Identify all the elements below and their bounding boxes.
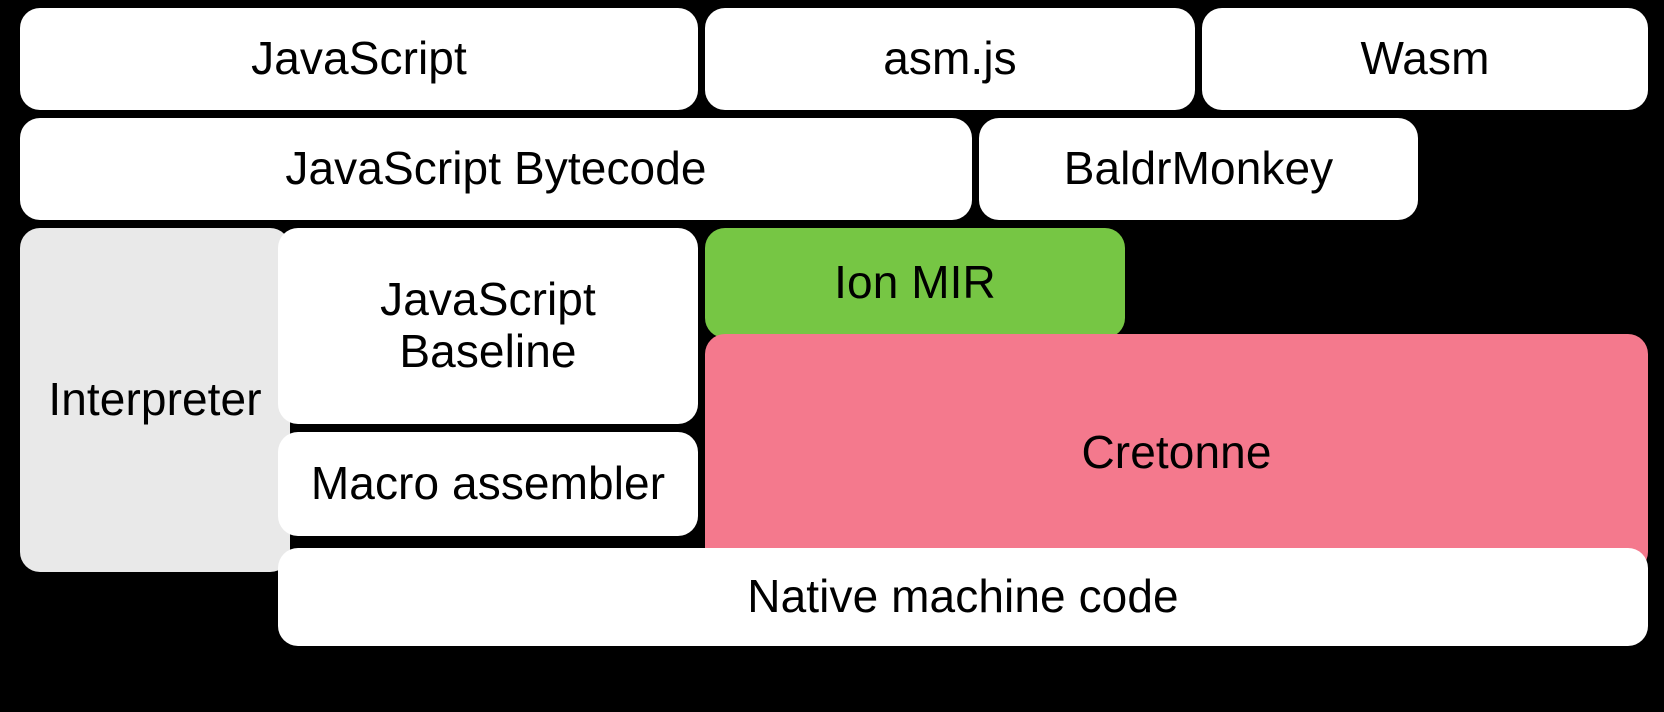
node-asm-js[interactable]: asm.js (705, 8, 1195, 110)
node-native-machine-code[interactable]: Native machine code (278, 548, 1648, 646)
node-interpreter[interactable]: Interpreter (20, 228, 290, 572)
node-javascript-baseline[interactable]: JavaScript Baseline (278, 228, 698, 424)
node-javascript[interactable]: JavaScript (20, 8, 698, 110)
node-baldrmonkey[interactable]: BaldrMonkey (979, 118, 1418, 220)
node-cretonne[interactable]: Cretonne (705, 334, 1648, 572)
node-macro-assembler[interactable]: Macro assembler (278, 432, 698, 536)
node-wasm[interactable]: Wasm (1202, 8, 1648, 110)
node-ion-mir[interactable]: Ion MIR (705, 228, 1125, 338)
node-javascript-bytecode[interactable]: JavaScript Bytecode (20, 118, 972, 220)
